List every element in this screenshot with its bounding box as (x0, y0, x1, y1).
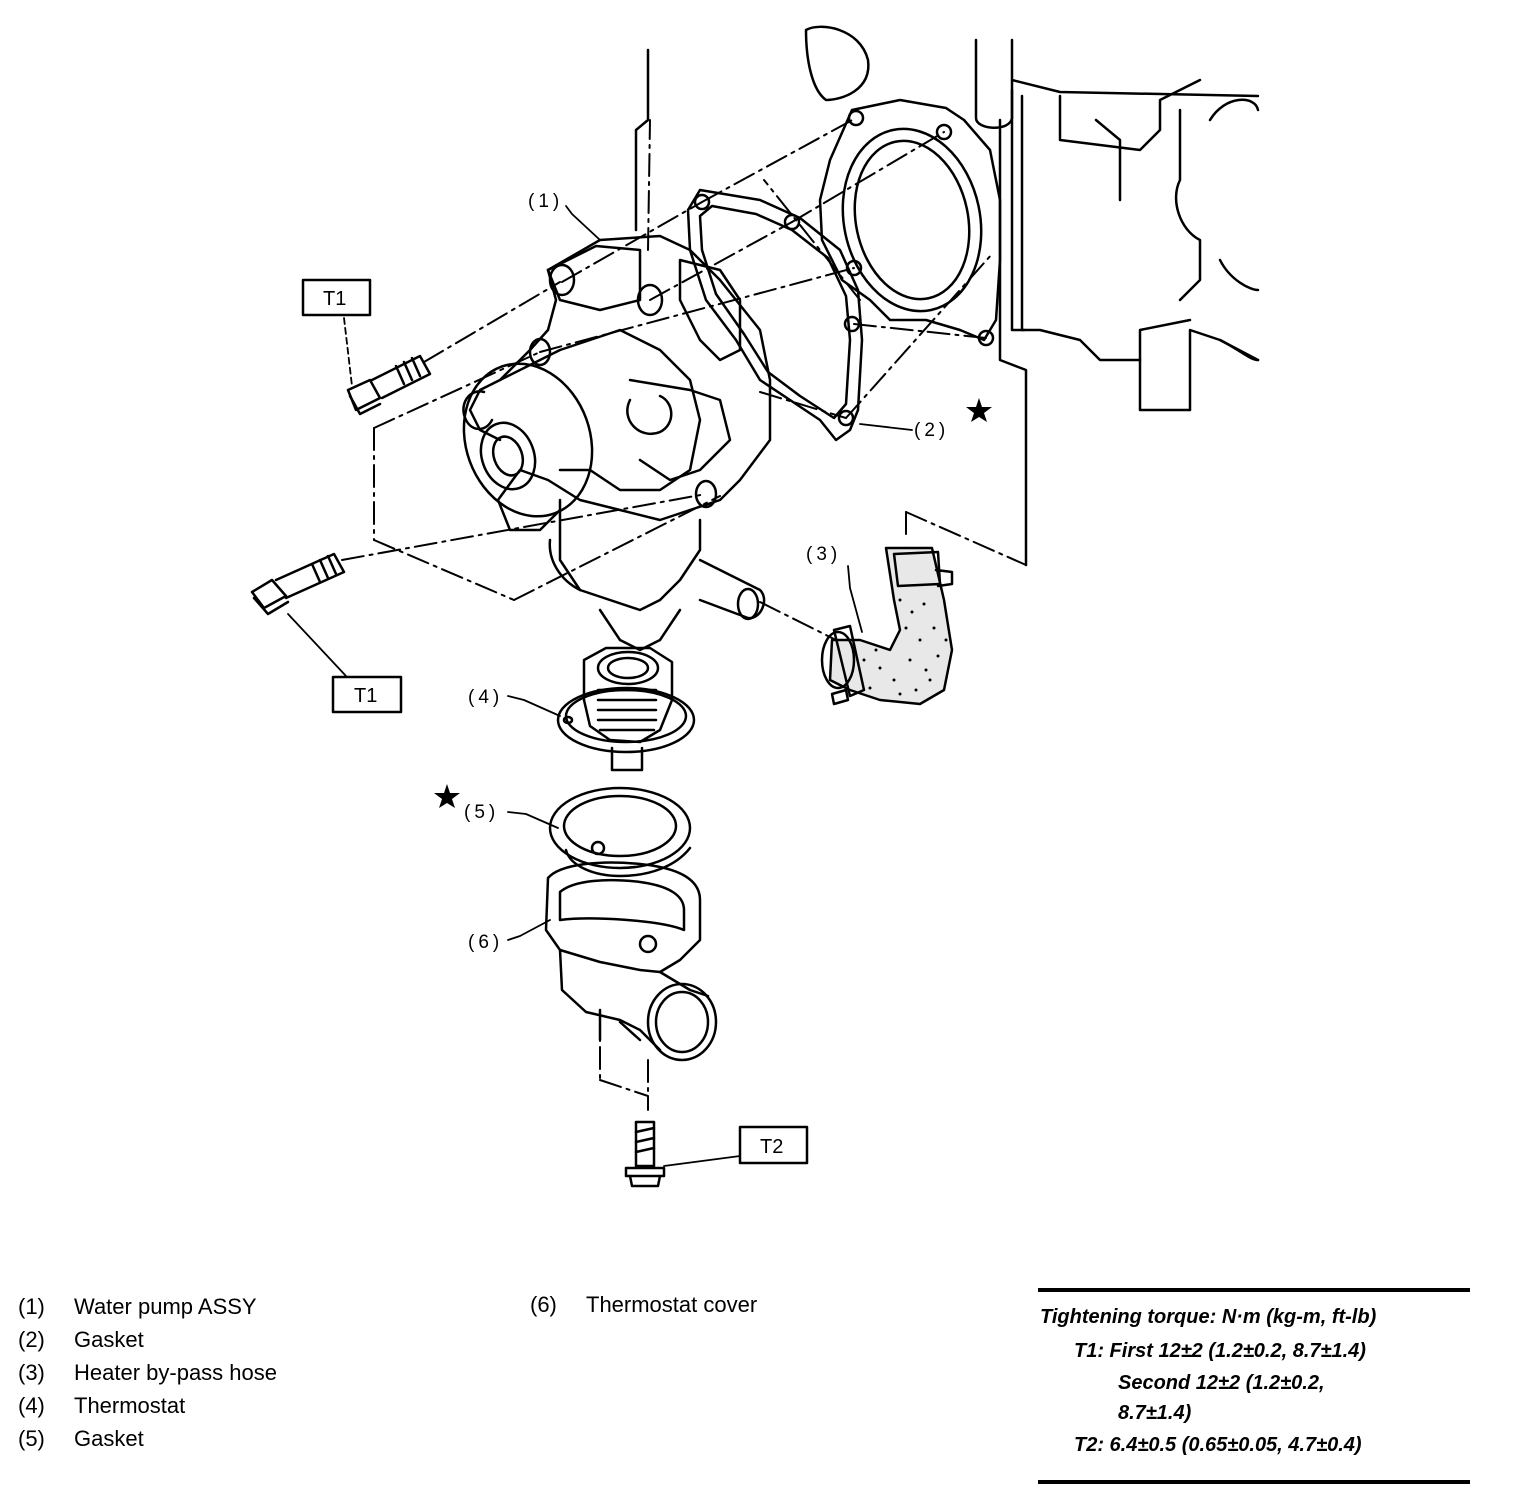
callout-3: (3) (806, 544, 841, 565)
assembly-lines (341, 117, 1027, 1111)
legend-label: Heater by-pass hose (74, 1360, 277, 1385)
tag-t2: T2 (760, 1136, 783, 1158)
tag-box-t1-lower (331, 675, 403, 714)
legend-item: (5) Gasket (18, 1422, 277, 1455)
legend-label: Gasket (74, 1426, 144, 1451)
parts-legend-right: (6) Thermostat cover (530, 1288, 757, 1321)
legend-item: (3) Heater by-pass hose (18, 1356, 277, 1389)
heater-bypass-hose (820, 546, 954, 706)
thermostat (556, 646, 696, 772)
legend-label: Gasket (74, 1327, 144, 1352)
callout-1: (1) (528, 191, 563, 212)
legend-number: (1) (18, 1294, 45, 1319)
star-icon (434, 784, 460, 808)
bolt-t2 (624, 1120, 666, 1188)
tag-box-t1-upper (301, 278, 372, 317)
gasket-5 (548, 786, 692, 878)
legend-item: (2) Gasket (18, 1323, 277, 1356)
torque-t2: T2: 6.4±0.5 (0.65±0.05, 4.7±0.4) (1074, 1434, 1362, 1456)
exploded-parts-diagram: (1) (2) (3) (4) (5) (6) T1 T1 T2 (250, 25, 1260, 1188)
leader-lines (287, 205, 913, 1167)
legend-item: (1) Water pump ASSY (18, 1290, 277, 1323)
torque-t1-first: T1: First 12±2 (1.2±0.2, 8.7±1.4) (1074, 1340, 1366, 1362)
water-pump-assy (462, 234, 772, 652)
legend-number: (4) (18, 1393, 45, 1418)
callout-6: (6) (468, 932, 503, 953)
tag-t1-lower: T1 (354, 685, 377, 707)
callout-2: (2) (914, 420, 949, 441)
torque-t1-second-cont: 8.7±1.4) (1118, 1402, 1192, 1424)
bolt-t1-upper (346, 354, 432, 416)
tag-box-t2 (738, 1125, 809, 1165)
tightening-torque-table: Tightening torque: N·m (kg-m, ft-lb) T1:… (1038, 1288, 1470, 1484)
legend-number: (3) (18, 1360, 45, 1385)
callout-5: (5) (464, 802, 499, 823)
callout-4: (4) (468, 687, 503, 708)
torque-t1-second: Second 12±2 (1.2±0.2, (1118, 1372, 1325, 1394)
gasket-2 (686, 188, 864, 442)
legend-label: Thermostat cover (586, 1292, 758, 1317)
star-icon (966, 398, 992, 422)
legend-item: (6) Thermostat cover (530, 1288, 757, 1321)
legend-number: (6) (530, 1292, 557, 1317)
torque-heading: Tightening torque: N·m (kg-m, ft-lb) (1040, 1306, 1377, 1328)
legend-number: (2) (18, 1327, 45, 1352)
legend-item: (4) Thermostat (18, 1389, 277, 1422)
legend-label: Thermostat (74, 1393, 186, 1418)
thermostat-cover (544, 861, 718, 1062)
bolt-t1-lower (250, 552, 346, 616)
legend-number: (5) (18, 1426, 45, 1451)
tag-t1-upper: T1 (323, 288, 346, 310)
legend-label: Water pump ASSY (74, 1294, 257, 1319)
parts-legend-left: (1) Water pump ASSY (2) Gasket (3) Heater b… (18, 1290, 277, 1455)
